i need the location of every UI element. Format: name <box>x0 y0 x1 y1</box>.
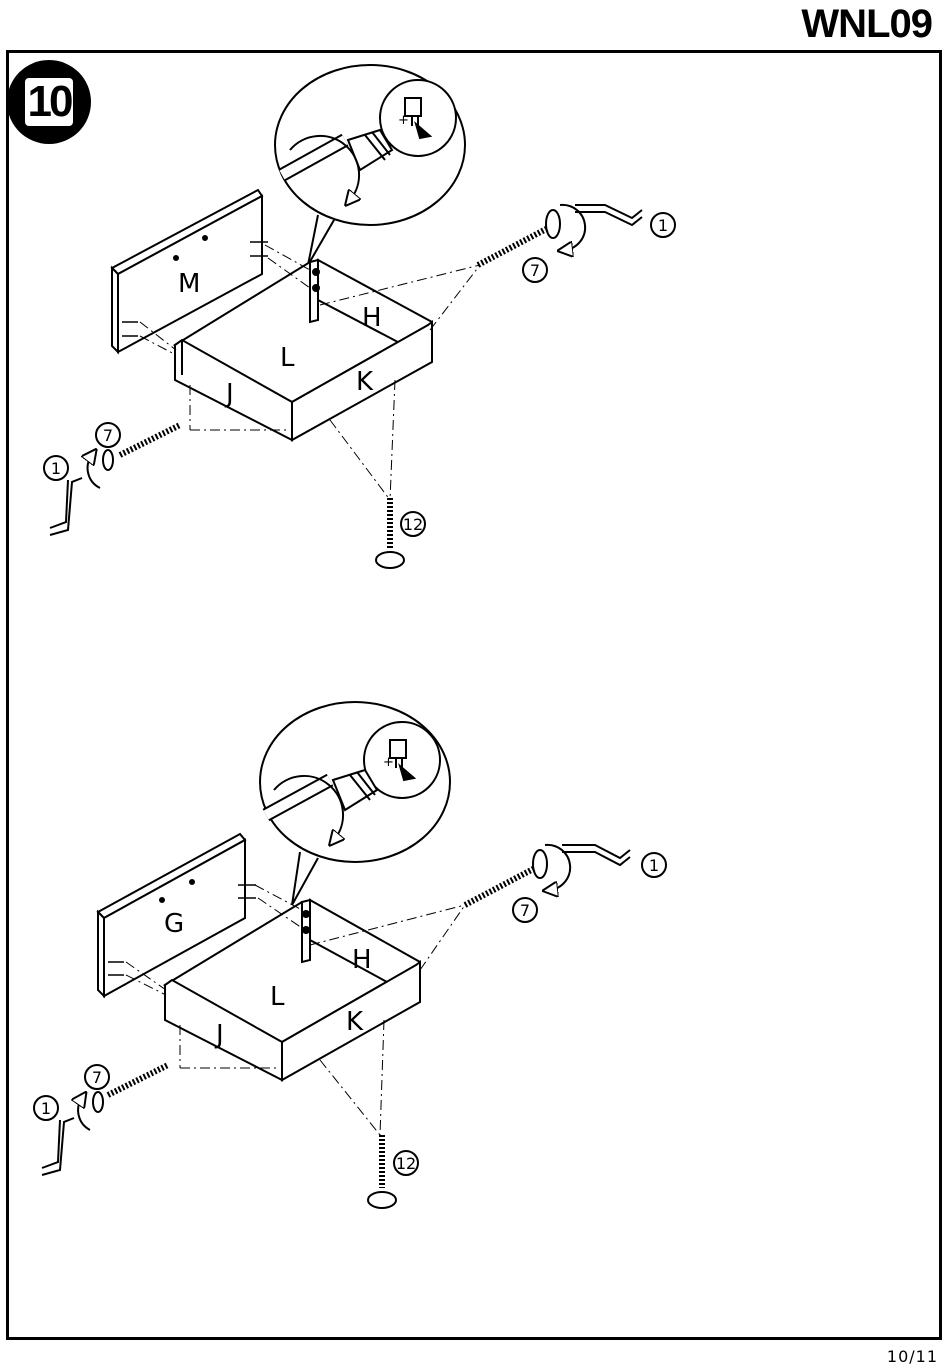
callout-screw-12-b: 12 <box>396 1154 416 1173</box>
minus-symbol-2: - <box>411 771 416 786</box>
panel-label-g: G <box>164 909 184 939</box>
drawer-diagram-2 <box>34 702 666 1208</box>
screw-set-2-bottom <box>368 1135 396 1208</box>
panel-label-k-2: K <box>346 1007 364 1037</box>
callout-key-1: 1 <box>658 216 668 235</box>
callout-screw-7: 7 <box>530 261 540 280</box>
callout-key-1-b: 1 <box>649 856 659 875</box>
panel-label-l: L <box>280 343 295 373</box>
screw-set-2-left <box>42 1065 168 1175</box>
screw-set-1-bottom <box>376 498 404 568</box>
panel-label-l-2: L <box>270 982 285 1012</box>
screw-set-2-right <box>465 845 630 905</box>
callout-key-1-left: 1 <box>51 459 61 478</box>
callout-screw-7-b: 7 <box>520 901 530 920</box>
page-number: 10/11 <box>887 1347 938 1366</box>
callout-screw-12: 12 <box>403 515 423 534</box>
panel-label-h: H <box>362 303 382 333</box>
cam-lock-detail-bubble <box>275 65 465 265</box>
screw-set-1-right <box>478 205 642 265</box>
panel-label-m: M <box>178 269 200 299</box>
minus-symbol: - <box>427 129 432 144</box>
drawer-diagram-1 <box>44 65 675 568</box>
panel-label-j: J <box>224 379 234 409</box>
panel-label-j-2: J <box>214 1020 224 1050</box>
plus-symbol: + <box>398 113 409 128</box>
callout-screw-7-left-b: 7 <box>92 1068 102 1087</box>
panel-label-k: K <box>356 367 374 397</box>
callout-screw-7-left: 7 <box>103 426 113 445</box>
cam-lock-detail-bubble-2 <box>260 702 450 905</box>
callout-key-1-left-b: 1 <box>41 1099 51 1118</box>
plus-symbol-2: + <box>383 755 394 770</box>
screw-set-1-left <box>50 425 180 535</box>
panel-label-h-2: H <box>352 945 372 975</box>
